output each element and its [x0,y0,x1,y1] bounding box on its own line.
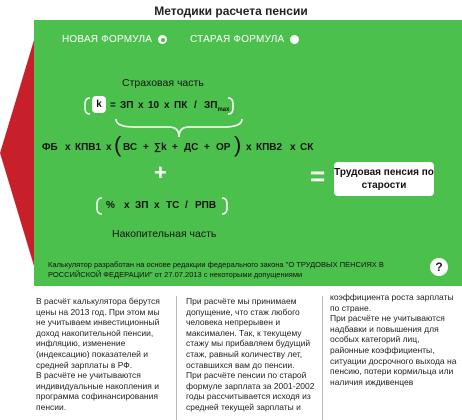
info-paragraph: В расчёте не учитываются индивидуальные … [36,370,159,412]
k-pk: ПК [174,100,188,111]
funded-times-2: x [154,200,160,211]
equals-sign: = [310,161,326,191]
main-or: ОР [216,142,231,153]
k-times-2: x [164,100,170,111]
k-zp-max-main: ЗП [204,100,218,111]
main-sk: СК [300,142,314,153]
funded-row-bracket [96,197,228,215]
k-ten: 10 [148,100,160,111]
info-paragraph: При расчёте мы принимаем допущение, что … [186,296,311,370]
info-paragraph: При расчёте пенсии по старой формуле зар… [186,370,315,412]
k-zp-max: ЗПmax [204,100,229,113]
k-brace [115,118,243,138]
main-kpv2: КПВ2 [256,142,283,153]
k-equals: = [110,100,116,111]
k-divide: / [194,100,197,111]
formula-panel: НОВАЯ ФОРМУЛА СТАРАЯ ФОРМУЛА Страховая ч… [34,20,462,286]
calculator-note: Калькулятор разработан на основе редакци… [48,260,384,279]
k-zp: ЗП [120,100,134,111]
page-title: Методики расчета пенсии [154,4,308,18]
info-column-1: В расчёт калькулятора берутся цены на 20… [36,296,164,413]
main-kpv1: КПВ1 [75,142,102,153]
main-times-1: x [65,142,71,153]
main-open-paren: ( [114,132,122,157]
tab-old-formula[interactable]: СТАРАЯ ФОРМУЛА [190,34,300,45]
main-times-2: x [106,142,112,153]
column-divider [322,296,323,420]
formula-tabs: НОВАЯ ФОРМУЛА СТАРАЯ ФОРМУЛА [34,29,462,47]
main-fb: ФБ [42,142,58,153]
insurance-part-label: Страховая часть [122,77,204,89]
radio-selected-icon[interactable] [158,35,168,44]
info-paragraph: При расчёте не учитываются надбавки и по… [330,313,457,387]
k-box: k [92,96,106,113]
funded-ts: ТС [166,200,180,211]
info-paragraph: В расчёт калькулятора берутся цены на 20… [36,296,160,370]
info-paragraph: коэффициента роста зарплаты по стране. [330,292,454,313]
k-zp-max-sub: max [217,107,230,113]
funded-rpv: РПВ [195,200,217,211]
main-vs: ВС [123,142,138,153]
funded-part-label: Накопительная часть [112,228,217,240]
info-column-2: При расчёте мы принимаем допущение, что … [186,296,316,413]
funded-divide: / [185,200,188,211]
funded-percent: % [106,200,115,211]
main-times-3: x [246,142,252,153]
funded-zp: ЗП [135,200,149,211]
result-label: Трудовая пенсия по старости [334,162,434,196]
help-icon[interactable]: ? [430,258,448,276]
red-chevron-decoration [0,20,40,286]
tab-new-formula[interactable]: НОВАЯ ФОРМУЛА [62,34,168,45]
main-plus-3: + [204,142,210,153]
main-plus-1: + [143,142,149,153]
main-close-paren: ) [234,132,242,157]
main-ds: ДС [184,142,199,153]
main-times-4: x [290,142,296,153]
main-sum-k: ∑k [154,142,167,153]
funded-times-1: x [124,200,130,211]
info-column-3: коэффициента роста зарплаты по стране. П… [330,292,458,387]
main-plus-2: + [172,142,178,153]
column-divider [176,296,177,420]
radio-unselected-icon[interactable] [290,35,300,44]
k-row-bracket [84,97,234,115]
tab-old-formula-label: СТАРАЯ ФОРМУЛА [190,34,285,45]
k-times-1: x [138,100,144,111]
big-plus: + [154,160,167,185]
tab-new-formula-label: НОВАЯ ФОРМУЛА [62,34,153,45]
